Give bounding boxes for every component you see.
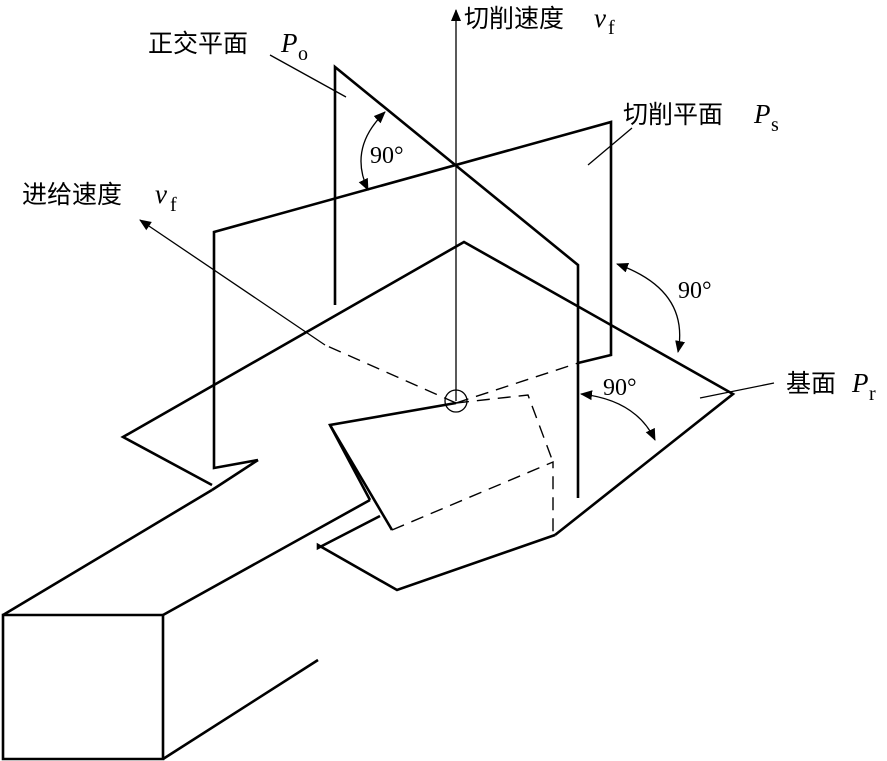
orthogonal-plane-symbol: P [280, 28, 298, 58]
angle-arc-orthogonal-base [580, 390, 656, 441]
cutting-speed-subscript: f [608, 17, 615, 39]
shank-end-face [1, 613, 165, 761]
orthogonal-plane-name: 正交平面 [148, 29, 248, 58]
base-plane-outline [120, 240, 736, 537]
angle-arc-cutting-base [616, 262, 685, 353]
feed-speed-symbol: v [155, 179, 167, 209]
shank-bottom-edge [162, 658, 319, 761]
base-plane-symbol: P [851, 368, 869, 398]
tool-hidden-edge-1 [391, 460, 554, 535]
angle-label-orthogonal-base: 90° [603, 375, 637, 401]
cutting-plane-subscript: s [771, 114, 779, 136]
cutting-plane [212, 120, 613, 470]
tool-flank-edge [328, 424, 394, 531]
feed-speed-arrow [139, 219, 326, 346]
base-hidden-edge [455, 362, 579, 404]
base-plane [120, 240, 736, 537]
cutting-plane-leader [587, 127, 633, 166]
feed-speed-subscript: f [170, 194, 177, 216]
base-plane-name: 基面 [786, 369, 836, 398]
base-plane-label: 基面 P r [786, 368, 876, 405]
angle-label-cutting-base: 90° [678, 278, 712, 304]
angle-arc-orthogonal-cutting [358, 111, 386, 191]
feed-speed-name: 进给速度 [22, 180, 122, 209]
cutting-plane-label: 切削平面 P s [623, 99, 779, 136]
tool-head [316, 344, 579, 592]
shank-back-edge [211, 458, 259, 492]
cutting-plane-name: 切削平面 [623, 100, 723, 129]
orthogonal-plane-label: 正交平面 P o [148, 28, 308, 65]
shank-top-right-edge [162, 498, 371, 617]
feed-speed-label: 进给速度 v f [22, 179, 177, 216]
orthogonal-plane-subscript: o [298, 43, 308, 65]
shank-top-left-edge [2, 488, 213, 617]
tool-lower-face [316, 514, 556, 592]
base-plane-subscript: r [869, 383, 876, 405]
cutting-speed-label: 切削速度 v f [464, 3, 615, 39]
cutting-plane-symbol: P [753, 99, 771, 129]
cutting-speed-name: 切削速度 [464, 4, 564, 33]
feed-hidden-line [324, 344, 457, 404]
orthogonal-plane-leader [269, 54, 347, 98]
cutting-plane-outline [212, 120, 613, 470]
base-plane-leader [699, 382, 775, 399]
tool-hidden-edge-2 [455, 394, 554, 463]
cutting-speed-symbol: v [594, 3, 606, 33]
angle-label-orthogonal-cutting: 90° [370, 143, 404, 169]
tool-rake-face [328, 401, 457, 501]
tool-shank [1, 458, 371, 761]
